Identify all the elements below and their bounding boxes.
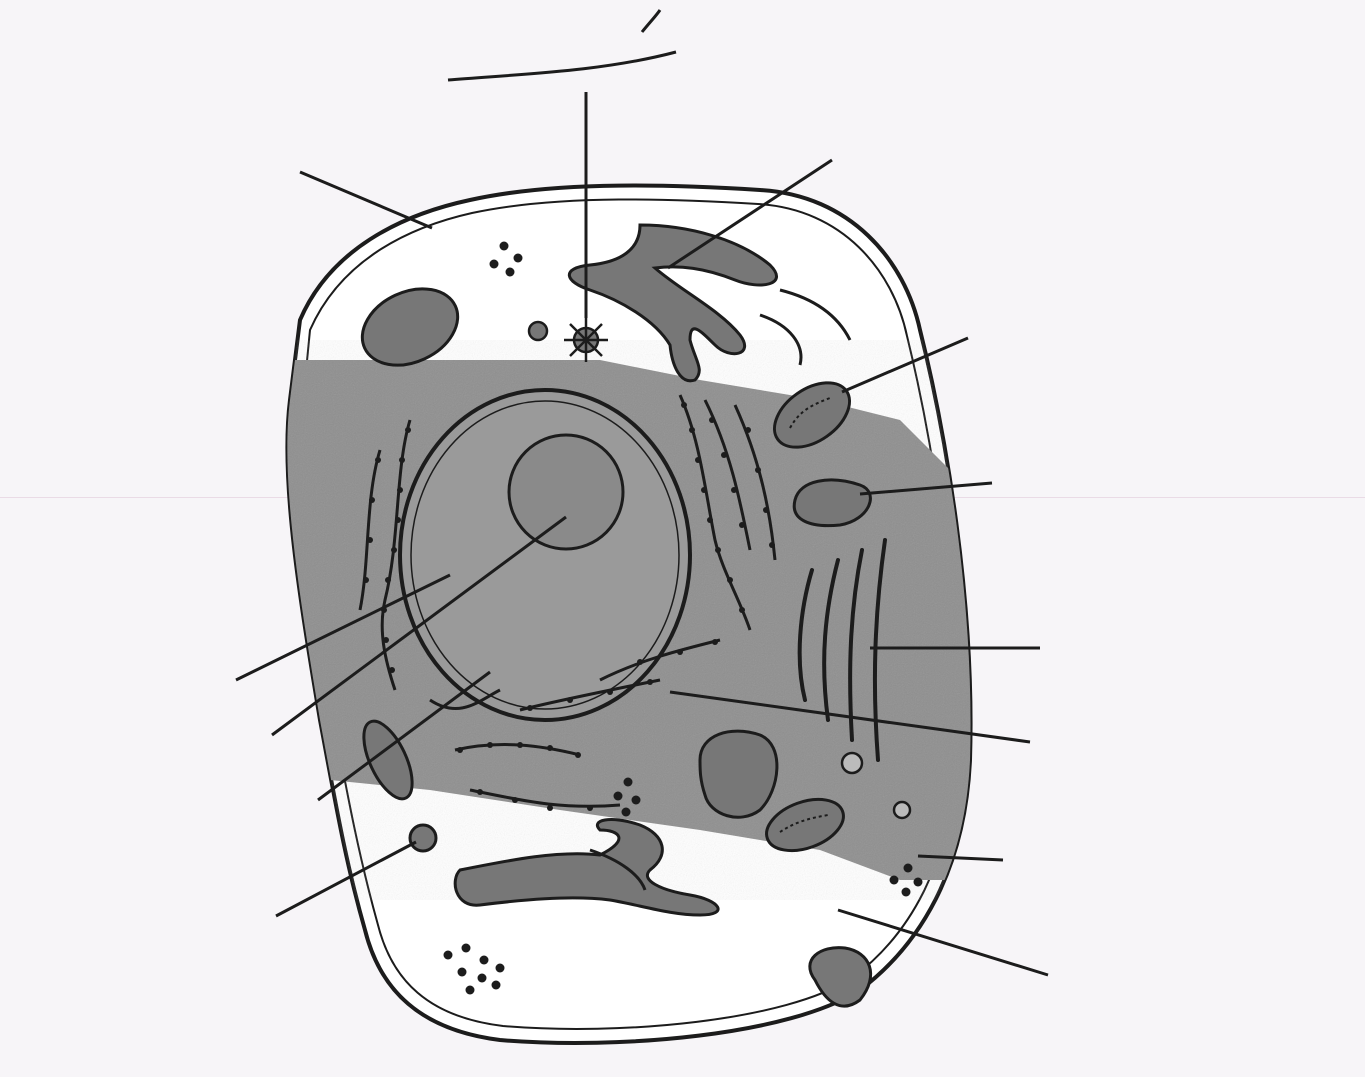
nucleolus [509, 435, 623, 549]
vesicle-1 [529, 322, 547, 340]
cell [270, 186, 990, 1043]
lysosome-shape [410, 825, 436, 851]
vesicle-3 [894, 802, 910, 818]
nucleus [400, 390, 690, 720]
vacuole-right [794, 480, 870, 526]
vesicle-2 [842, 753, 862, 773]
vacuole-center [700, 731, 777, 817]
centrosome-tick [642, 10, 660, 32]
leader-cell-membrane [300, 172, 432, 228]
centrosome-strikethrough [448, 52, 676, 80]
centriole-shape [564, 318, 608, 362]
